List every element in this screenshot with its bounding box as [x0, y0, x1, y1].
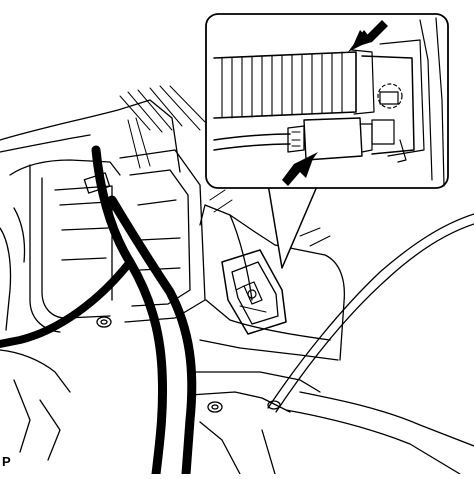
corrugated-wire-harness — [0, 145, 197, 479]
callout-corrugated-tube — [213, 49, 375, 119]
detail-callout — [205, 13, 449, 269]
figure-corner-label: P — [2, 454, 11, 469]
callout-arrow-icon — [348, 20, 388, 52]
vehicle-panel-background — [0, 85, 474, 475]
callout-arrow-icon — [282, 152, 318, 186]
callout-plug-and-wire — [213, 117, 373, 161]
component-connector-socket — [221, 249, 287, 335]
